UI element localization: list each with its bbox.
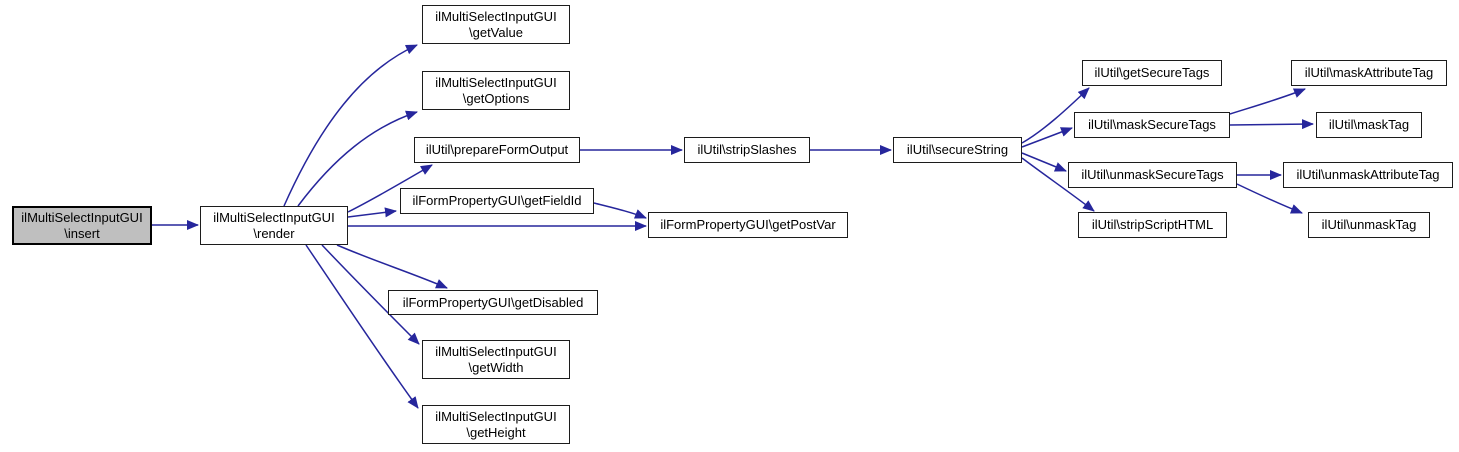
node-getDisabled[interactable]: ilFormPropertyGUI\getDisabled bbox=[388, 290, 598, 315]
edge-render-prepareFormOutput bbox=[347, 164, 433, 213]
edge-secureString-maskSecureTags bbox=[1021, 127, 1073, 148]
node-secureString[interactable]: ilUtil\secureString bbox=[893, 137, 1022, 163]
node-maskAttributeTag[interactable]: ilUtil\maskAttributeTag bbox=[1291, 60, 1447, 86]
node-getOptions[interactable]: ilMultiSelectInputGUI \getOptions bbox=[422, 71, 570, 110]
node-getWidth[interactable]: ilMultiSelectInputGUI \getWidth bbox=[422, 340, 570, 379]
edge-secureString-stripScriptHTML bbox=[1021, 157, 1095, 212]
node-getFieldId[interactable]: ilFormPropertyGUI\getFieldId bbox=[400, 188, 594, 214]
node-unmaskTag[interactable]: ilUtil\unmaskTag bbox=[1308, 212, 1430, 238]
node-stripScriptHTML[interactable]: ilUtil\stripScriptHTML bbox=[1078, 212, 1227, 238]
node-getValue[interactable]: ilMultiSelectInputGUI \getValue bbox=[422, 5, 570, 44]
edge-render-getDisabled bbox=[336, 244, 448, 289]
node-maskTag[interactable]: ilUtil\maskTag bbox=[1316, 112, 1422, 138]
node-maskSecureTags[interactable]: ilUtil\maskSecureTags bbox=[1074, 112, 1230, 138]
edge-render-getOptions bbox=[297, 110, 418, 207]
node-getSecureTags[interactable]: ilUtil\getSecureTags bbox=[1082, 60, 1222, 86]
edge-render-getValue bbox=[283, 44, 418, 207]
node-getPostVar[interactable]: ilFormPropertyGUI\getPostVar bbox=[648, 212, 848, 238]
node-getHeight[interactable]: ilMultiSelectInputGUI \getHeight bbox=[422, 405, 570, 444]
node-insert: ilMultiSelectInputGUI \insert bbox=[12, 206, 152, 245]
edge-secureString-getSecureTags bbox=[1021, 87, 1090, 144]
edge-maskSecureTags-maskTag bbox=[1229, 119, 1314, 130]
edge-render-getHeight bbox=[305, 244, 419, 409]
node-prepareFormOutput[interactable]: ilUtil\prepareFormOutput bbox=[414, 137, 580, 163]
node-render[interactable]: ilMultiSelectInputGUI \render bbox=[200, 206, 348, 245]
edge-maskSecureTags-maskAttributeTag bbox=[1229, 88, 1306, 115]
node-stripSlashes[interactable]: ilUtil\stripSlashes bbox=[684, 137, 810, 163]
edge-getFieldId-getPostVar bbox=[593, 202, 647, 219]
edge-unmaskSecureTags-unmaskTag bbox=[1236, 183, 1303, 214]
node-unmaskSecureTags[interactable]: ilUtil\unmaskSecureTags bbox=[1068, 162, 1237, 188]
edge-secureString-unmaskSecureTags bbox=[1021, 152, 1067, 172]
edge-render-getWidth bbox=[321, 244, 420, 345]
node-unmaskAttributeTag[interactable]: ilUtil\unmaskAttributeTag bbox=[1283, 162, 1453, 188]
edge-render-getFieldId bbox=[347, 207, 397, 218]
